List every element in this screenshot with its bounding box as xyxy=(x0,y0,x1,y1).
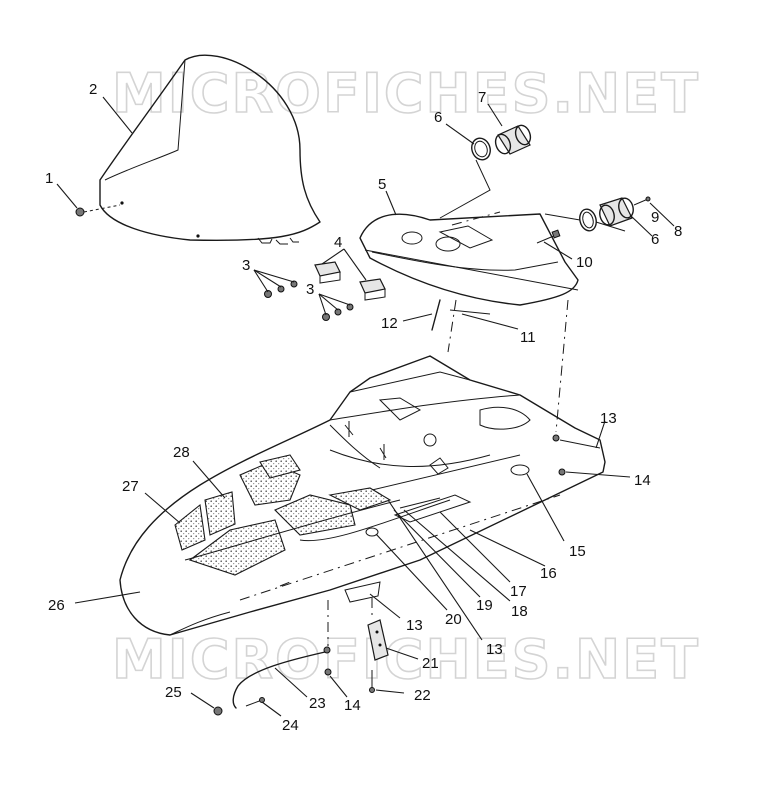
callout-labels: 1 2 3 3 4 5 6 6 7 8 9 10 11 12 13 13 13 … xyxy=(45,81,682,734)
nut-25 xyxy=(213,706,223,716)
callout-17: 17 xyxy=(510,583,527,600)
gauge-bezel-6-lower xyxy=(579,208,597,232)
vent-28 xyxy=(239,454,301,506)
callout-16: 16 xyxy=(540,565,557,582)
callout-21: 21 xyxy=(422,655,439,672)
callout-6a: 6 xyxy=(434,109,442,126)
rail-17-18 xyxy=(393,494,472,523)
callout-13-low: 13 xyxy=(486,641,503,658)
callout-24: 24 xyxy=(282,717,299,734)
callout-9: 9 xyxy=(651,209,659,226)
watermark-top: MICROFICHES.NET xyxy=(112,62,700,125)
windshield xyxy=(99,54,321,245)
callout-18: 18 xyxy=(511,603,528,620)
callout-25: 25 xyxy=(165,684,182,701)
callout-23: 23 xyxy=(309,695,326,712)
callout-2: 2 xyxy=(89,81,97,98)
callout-6b: 6 xyxy=(651,231,659,248)
vent-27 xyxy=(174,491,236,551)
tether-23 xyxy=(232,646,331,709)
assembly-line-center xyxy=(447,299,457,353)
watermark-bottom: MICROFICHES.NET xyxy=(112,628,700,691)
gauge-7 xyxy=(439,124,532,219)
callout-13-top: 13 xyxy=(600,410,617,427)
screw-22 xyxy=(369,670,375,693)
callout-12: 12 xyxy=(381,315,398,332)
callout-14-lower: 14 xyxy=(344,697,361,714)
bolt-10 xyxy=(536,229,561,244)
fastener-14-lower xyxy=(324,600,332,676)
bracket-4b xyxy=(359,278,386,301)
gauge-9 xyxy=(544,197,634,227)
callout-19: 19 xyxy=(476,597,493,614)
callout-11: 11 xyxy=(520,329,536,346)
fasteners-3-upper xyxy=(264,280,298,298)
screw-1 xyxy=(75,204,121,217)
callout-5: 5 xyxy=(378,176,386,193)
callout-3a: 3 xyxy=(242,257,250,274)
screw-24 xyxy=(245,697,265,707)
screw-8 xyxy=(633,196,651,206)
bracket-4a xyxy=(314,261,341,284)
callout-15: 15 xyxy=(569,543,586,560)
callout-27: 27 xyxy=(122,478,139,495)
leader-lines xyxy=(56,96,675,717)
gauge-bezel-6-upper xyxy=(471,137,491,161)
callout-1: 1 xyxy=(45,170,53,187)
callout-10: 10 xyxy=(576,254,593,271)
callout-14-right: 14 xyxy=(634,472,651,489)
callout-7: 7 xyxy=(478,89,486,106)
callout-28: 28 xyxy=(173,444,190,461)
callout-4: 4 xyxy=(334,234,342,251)
callout-13-mid: 13 xyxy=(406,617,423,634)
bracket-21 xyxy=(367,598,389,661)
assembly-line-right xyxy=(555,299,569,433)
vent-lower xyxy=(184,487,401,576)
strip-11 xyxy=(449,309,491,315)
dash-console xyxy=(359,211,579,306)
callout-26: 26 xyxy=(48,597,65,614)
callout-3b: 3 xyxy=(306,281,314,298)
cable-12 xyxy=(431,299,441,331)
callout-22: 22 xyxy=(414,687,431,704)
callout-8: 8 xyxy=(674,223,682,240)
callout-20: 20 xyxy=(445,611,462,628)
fasteners-3-lower xyxy=(322,303,354,321)
